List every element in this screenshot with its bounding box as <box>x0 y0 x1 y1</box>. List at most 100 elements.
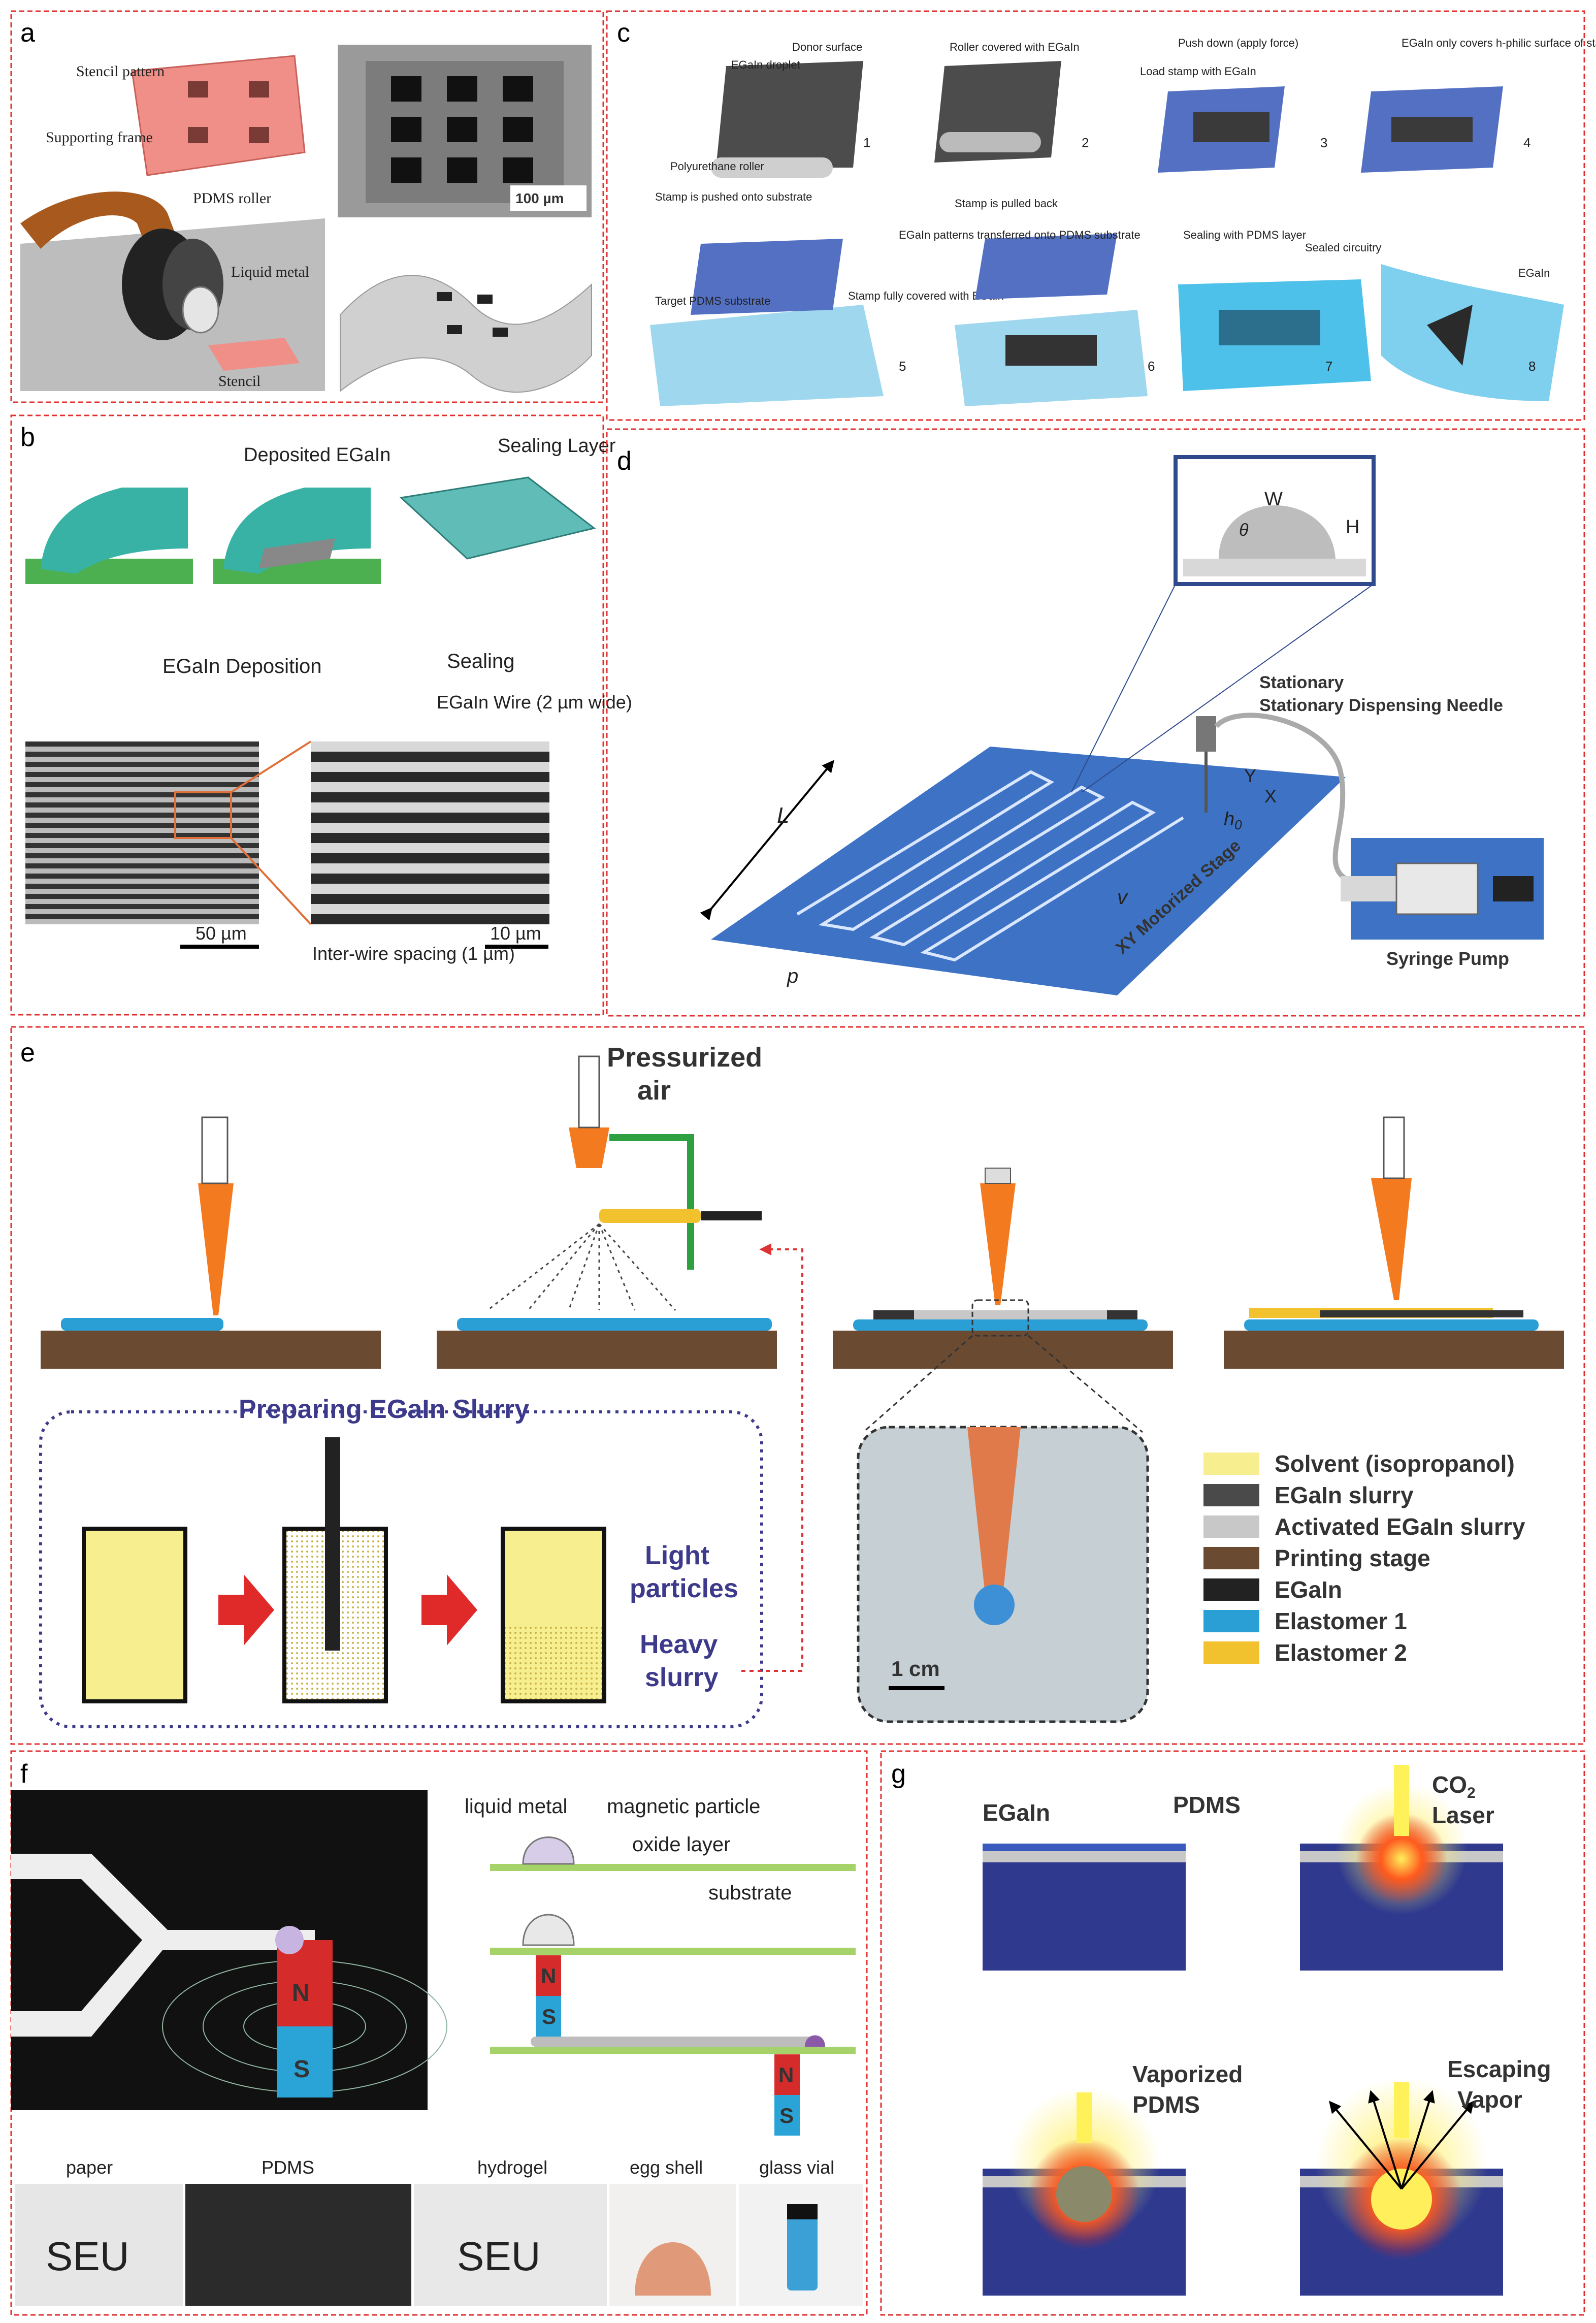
label-theta: θ <box>1239 521 1249 540</box>
legend-label: EGaIn slurry <box>1275 1482 1414 1508</box>
legend-swatch <box>1203 1641 1259 1664</box>
panel-d-letter: d <box>617 446 632 476</box>
g-label-escaping: Escaping <box>1447 2056 1551 2082</box>
legend-swatch <box>1203 1547 1259 1569</box>
panel-g-letter: g <box>891 1759 906 1789</box>
roller-handle <box>20 191 183 264</box>
label-L: L <box>777 803 789 828</box>
g-vapor-arrows <box>1328 2090 1475 2190</box>
step-8: 8 <box>1528 359 1536 374</box>
legend-swatch <box>1203 1610 1259 1632</box>
panel-c-letter: c <box>617 18 630 48</box>
panel-f: f N S liquid metal magnetic particle oxi… <box>10 1750 868 2316</box>
f-label-S2: S <box>542 2005 556 2028</box>
legend-swatch <box>1203 1578 1259 1601</box>
label-deposition: EGaIn Deposition <box>162 655 322 677</box>
label-stamp-pushed: Stamp is pushed onto substrate <box>655 190 812 203</box>
g-label-vapor: Vapor <box>1457 2086 1522 2113</box>
step-4: 4 <box>1523 135 1530 150</box>
legend-swatch <box>1203 1453 1259 1475</box>
label-stamp-pulled: Stamp is pulled back <box>955 197 1058 210</box>
label-Y: Y <box>1244 765 1256 786</box>
stencil-holes <box>188 81 269 143</box>
label-liquid-metal-f: liquid metal <box>465 1795 567 1818</box>
f-substrate-2 <box>490 1948 856 1955</box>
label-stencil: Stencil <box>218 373 260 390</box>
sem-scale: 100 µm <box>515 190 564 206</box>
label-stencil-pattern: Stencil pattern <box>76 63 165 80</box>
f-label-N3: N <box>778 2063 794 2087</box>
sem-holes <box>391 76 533 183</box>
label-polyurethane: Polyurethane roller <box>670 160 764 173</box>
stencil-small <box>208 338 300 371</box>
b-scale-right: 10 µm <box>490 923 541 944</box>
label-H: H <box>1346 517 1359 538</box>
photo-paper <box>15 2184 183 2306</box>
f-photo-strip: SEU SEU <box>15 2184 863 2306</box>
label-pump: Syringe Pump <box>1386 948 1509 969</box>
flexible-sheet <box>340 275 592 393</box>
label-target-pdms: Target PDMS substrate <box>655 295 770 307</box>
d-stage <box>711 747 1346 995</box>
g-label-pdms: PDMS <box>1173 1792 1241 1818</box>
legend-label: Printing stage <box>1275 1545 1430 1571</box>
panel-e: e Pressurized air Prep <box>10 1026 1585 1745</box>
step-5: 5 <box>899 359 906 374</box>
label-donor-surface: Donor surface <box>792 41 862 53</box>
panel-f-letter: f <box>20 1759 28 1789</box>
legend-label: Solvent (isopropanol) <box>1275 1450 1515 1477</box>
label-sealing-with: Sealing with PDMS layer <box>1183 229 1306 241</box>
label-W: W <box>1264 489 1283 510</box>
label-heavy: Heavy <box>640 1630 718 1659</box>
label-particles: particles <box>630 1574 738 1603</box>
label-supporting-frame: Supporting frame <box>46 129 153 146</box>
label-preparing: Preparing EGaIn Slurry <box>239 1395 529 1424</box>
label-push-down: Push down (apply force) <box>1178 37 1298 49</box>
label-droplet: EGaIn droplet <box>731 58 800 71</box>
e-slurry-box <box>39 1410 763 1728</box>
label-needle: Stationary Dispensing Needle <box>1259 696 1503 715</box>
legend-swatch <box>1203 1484 1259 1506</box>
label-magnetic-particle: magnetic particle <box>607 1795 760 1818</box>
panel-b-letter: b <box>20 423 35 452</box>
target-pdms-5 <box>650 305 884 406</box>
label-light: Light <box>645 1541 709 1570</box>
label-wire: EGaIn Wire (2 µm wide) <box>437 692 632 713</box>
photo-label-1: PDMS <box>262 2157 314 2178</box>
g-label-laser: Laser <box>1432 1802 1494 1828</box>
label-p: p <box>787 965 798 987</box>
e-spray-lines <box>487 1223 676 1311</box>
label-sealing: Sealing <box>447 650 514 672</box>
panel-a: a Stencil pattern Supporting frame 100 µ… <box>10 10 604 403</box>
label-roller-covered: Roller covered with EGaIn <box>950 41 1080 53</box>
beaker-1 <box>82 1527 187 1703</box>
e-stage-2 <box>437 1331 777 1369</box>
f-magnet-s <box>277 2026 333 2098</box>
panel-d: d W H θ Stationary Stationary Dispensing… <box>606 428 1585 1017</box>
label-sealing-layer: Sealing Layer <box>498 435 616 457</box>
photo-pdms <box>185 2184 411 2306</box>
step-6: 6 <box>1148 359 1155 374</box>
e-stage-1 <box>41 1331 381 1369</box>
label-liquid-metal: Liquid metal <box>231 264 309 280</box>
label-air: air <box>637 1075 671 1106</box>
panel-c: c Donor surface EGaIn droplet Polyuretha… <box>606 10 1596 421</box>
e-stage-4 <box>1224 1331 1564 1369</box>
legend-swatch <box>1203 1515 1259 1538</box>
sealed-8 <box>1381 264 1564 401</box>
f-magnet-n <box>277 1940 333 2026</box>
panel-g: g EGaIn PDMS CO2 Laser Vaporized PDMS <box>880 1750 1585 2316</box>
label-needle-1: Stationary <box>1259 673 1344 692</box>
panel-e-letter: e <box>20 1038 35 1068</box>
d-needle <box>1196 716 1216 752</box>
f-label-S3: S <box>779 2104 794 2127</box>
e-scale: 1 cm <box>891 1657 940 1681</box>
label-patterns-transferred: EGaIn patterns transferred onto PDMS sub… <box>899 229 1141 241</box>
b-scale-left: 50 µm <box>196 923 247 944</box>
d-serpentine <box>796 770 1184 962</box>
step-1: 1 <box>863 135 870 150</box>
label-sealed-circuitry: Sealed circuitry <box>1305 241 1381 254</box>
photo-label-4: glass vial <box>759 2157 834 2178</box>
b-sealed <box>399 476 596 560</box>
